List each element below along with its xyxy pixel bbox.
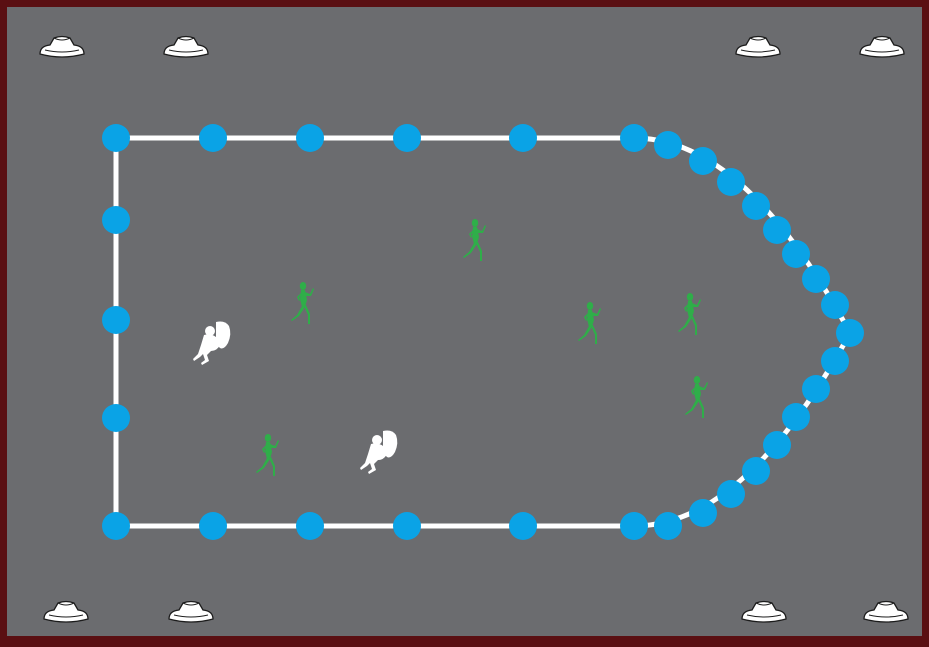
boundary-marker-icon — [782, 240, 810, 268]
boundary-marker-icon — [296, 124, 324, 152]
boundary-marker-icon — [782, 403, 810, 431]
boundary-marker-icon — [821, 291, 849, 319]
boundary-marker-icon — [102, 206, 130, 234]
boundary-marker-icon — [821, 347, 849, 375]
boundary-marker-icon — [102, 404, 130, 432]
boundary-marker-icon — [509, 124, 537, 152]
boundary-marker-icon — [102, 512, 130, 540]
boundary-marker-icon — [654, 131, 682, 159]
boundary-marker-icon — [802, 375, 830, 403]
boundary-marker-icon — [742, 192, 770, 220]
boundary-marker-icon — [509, 512, 537, 540]
boundary-marker-icon — [393, 124, 421, 152]
boundary-marker-icon — [199, 512, 227, 540]
boundary-marker-icon — [836, 319, 864, 347]
boundary-marker-icon — [717, 168, 745, 196]
boundary-marker-icon — [802, 265, 830, 293]
boundary-marker-icon — [717, 480, 745, 508]
boundary-marker-icon — [296, 512, 324, 540]
boundary-marker-icon — [763, 431, 791, 459]
boundary-marker-icon — [620, 124, 648, 152]
boundary-marker-icon — [620, 512, 648, 540]
boundary-marker-icon — [102, 124, 130, 152]
boundary-marker-icon — [393, 512, 421, 540]
boundary-marker-icon — [689, 147, 717, 175]
boundary-marker-icon — [689, 499, 717, 527]
playing-field — [7, 7, 922, 636]
boundary-marker-icon — [742, 457, 770, 485]
boundary-marker-icon — [102, 306, 130, 334]
boundary-marker-icon — [763, 216, 791, 244]
boundary-marker-icon — [654, 512, 682, 540]
boundary-marker-icon — [199, 124, 227, 152]
